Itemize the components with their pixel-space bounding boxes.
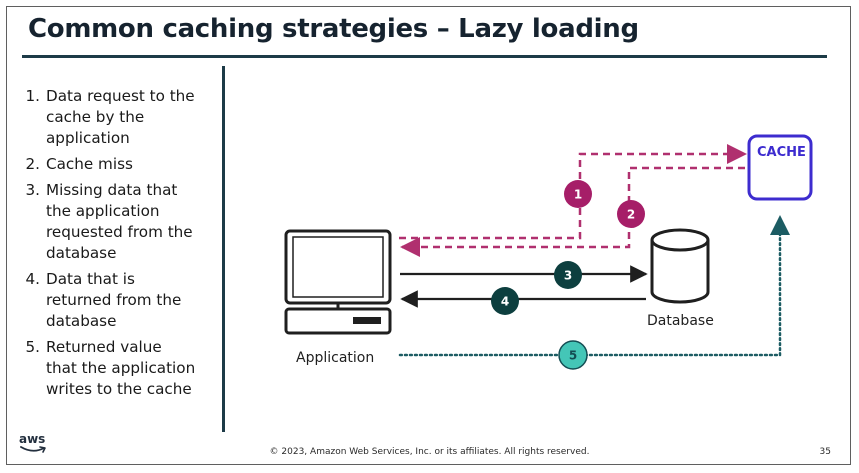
slide-title: Common caching strategies – Lazy loading: [28, 14, 639, 44]
step-item-4: 4. Data that is returned from the databa…: [18, 269, 218, 332]
database-label: Database: [647, 313, 714, 329]
write-cache-arrow-5: [398, 215, 790, 357]
aws-logo: aws: [19, 433, 49, 457]
computer-monitor-icon: [284, 229, 392, 335]
slide-frame: [6, 6, 851, 465]
badge-number: 2: [627, 208, 635, 222]
aws-smile-icon: [20, 446, 46, 453]
step-item-3: 3. Missing data that the application req…: [18, 180, 218, 264]
badge-number: 5: [569, 349, 577, 363]
step-number: 2.: [25, 155, 41, 173]
step-item-2: 2. Cache miss: [18, 154, 218, 175]
step-badge-4: 4: [491, 287, 519, 315]
step-number: 3.: [25, 181, 41, 199]
step-text: Returned value that the application writ…: [46, 338, 196, 398]
step-badge-1: 1: [564, 180, 592, 208]
step-item-5: 5. Returned value that the application w…: [18, 337, 218, 400]
step-text: Missing data that the application reques…: [46, 181, 193, 262]
cache-box-icon: [747, 134, 813, 201]
step-number: 1.: [25, 87, 41, 105]
step-badge-3: 3: [554, 261, 582, 289]
step-number: 5.: [25, 338, 41, 356]
title-underline: [22, 55, 827, 58]
step-text: Cache miss: [46, 155, 133, 173]
step-number: 4.: [25, 270, 41, 288]
copyright-footer: © 2023, Amazon Web Services, Inc. or its…: [269, 447, 590, 457]
application-label: Application: [296, 350, 374, 366]
badge-number: 3: [564, 269, 572, 283]
database-cylinder-icon: [650, 228, 710, 304]
cache-label: CACHE: [757, 145, 806, 160]
aws-logo-text: aws: [19, 432, 46, 446]
step-badge-2: 2: [617, 200, 645, 228]
step-text: Data request to the cache by the applica…: [46, 87, 195, 147]
step-item-1: 1. Data request to the cache by the appl…: [18, 86, 218, 149]
page-number: 35: [819, 447, 831, 457]
step-badge-5: 5: [558, 340, 588, 370]
vertical-divider: [222, 66, 225, 432]
steps-list: 1. Data request to the cache by the appl…: [18, 86, 218, 405]
step-text: Data that is returned from the database: [46, 270, 182, 330]
badge-number: 1: [574, 188, 582, 202]
badge-number: 4: [501, 295, 509, 309]
